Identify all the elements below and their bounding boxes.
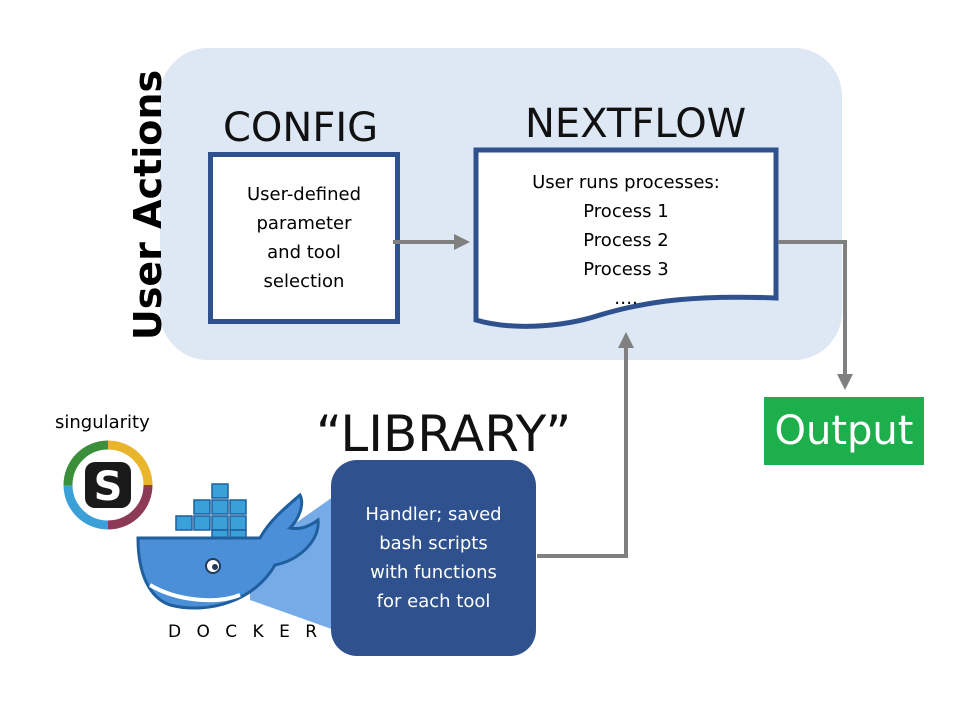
nextflow-document-box	[473, 147, 779, 329]
config-text: User-defined parameter and tool selectio…	[229, 180, 379, 296]
config-line: parameter	[256, 213, 352, 234]
docker-label: D O C K E R	[168, 622, 323, 642]
library-to-nextflow-arrow	[537, 332, 634, 558]
config-title: CONFIG	[223, 105, 379, 151]
handler-line: for each tool	[376, 591, 491, 612]
config-line: and tool	[267, 242, 341, 263]
nextflow-text: User runs processes: Process 1 Process 2…	[476, 168, 776, 313]
singularity-label: singularity	[55, 412, 150, 433]
nextflow-line: User runs processes:	[532, 172, 720, 193]
nextflow-line: Process 3	[583, 259, 669, 280]
handler-line: Handler; saved	[365, 504, 502, 525]
nextflow-line: Process 2	[583, 230, 669, 251]
handler-line: bash scripts	[379, 533, 488, 554]
nextflow-line: Process 1	[583, 201, 669, 222]
config-line: User-defined	[246, 184, 362, 205]
handler-line: with functions	[370, 562, 497, 583]
library-title: “LIBRARY”	[316, 405, 572, 463]
svg-text:S: S	[94, 464, 123, 510]
nextflow-title: NEXTFLOW	[525, 101, 747, 147]
output-label: Output	[774, 408, 914, 454]
singularity-logo-icon: S	[63, 440, 153, 530]
nextflow-to-output-arrow	[778, 240, 853, 390]
output-box: Output	[764, 397, 924, 465]
library-handler-box: Handler; saved bash scripts with functio…	[331, 460, 536, 656]
nextflow-line: ….	[614, 288, 638, 309]
handler-text: Handler; saved bash scripts with functio…	[349, 500, 519, 616]
config-line: selection	[263, 271, 345, 292]
config-box: User-defined parameter and tool selectio…	[208, 152, 400, 324]
